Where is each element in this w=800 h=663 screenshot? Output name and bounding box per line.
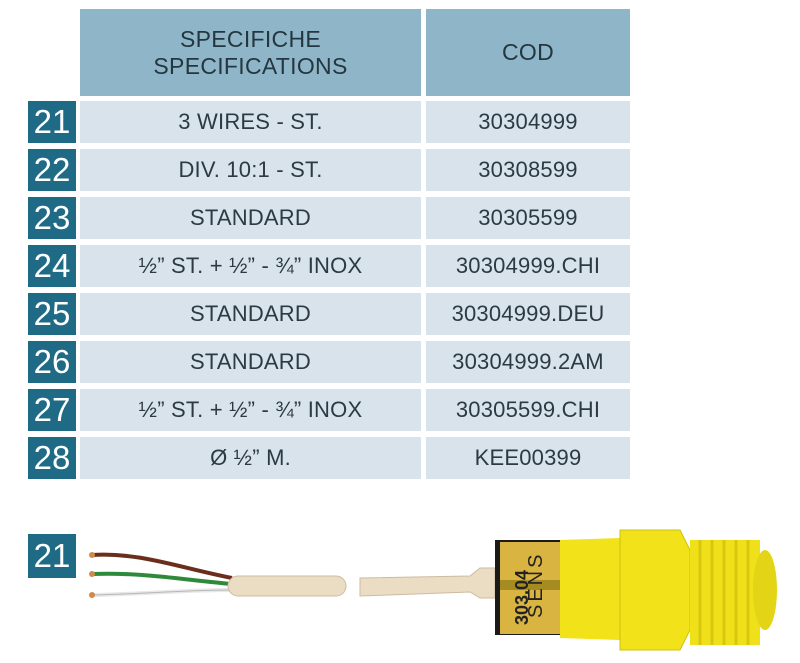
row-number: 25 (28, 293, 76, 335)
sensor-product-image: SENS 303.04 (89, 529, 777, 651)
row-number: 27 (28, 389, 76, 431)
row-cod: 30304999 (426, 101, 630, 143)
row-spec: STANDARD (80, 341, 421, 383)
row-spec: DIV. 10:1 - ST. (80, 149, 421, 191)
sensor-body (495, 529, 777, 651)
row-cod: KEE00399 (426, 437, 630, 479)
header-spec-line2: SPECIFICATIONS (153, 52, 348, 79)
sensor-code-text: 303.04 (512, 570, 532, 625)
row-cod: 30308599 (426, 149, 630, 191)
row-number: 26 (28, 341, 76, 383)
row-number: 22 (28, 149, 76, 191)
row-spec: ½” ST. + ½” - ¾” INOX (80, 389, 421, 431)
photo-number-badge: 21 (28, 534, 76, 578)
row-spec: Ø ½” M. (80, 437, 421, 479)
row-spec: STANDARD (80, 197, 421, 239)
wire-bundle (89, 552, 233, 598)
row-cod: 30304999.CHI (426, 245, 630, 287)
header-cod-label: COD (501, 39, 554, 65)
row-cod: 30305599 (426, 197, 630, 239)
sensor-brand-text: SENS (525, 552, 547, 618)
row-number: 24 (28, 245, 76, 287)
header-spec-line1: SPECIFICHE (179, 25, 322, 52)
row-spec: ½” ST. + ½” - ¾” INOX (80, 245, 421, 287)
row-number: 28 (28, 437, 76, 479)
row-cod: 30305599.CHI (426, 389, 630, 431)
header-cod: COD (426, 9, 630, 96)
row-spec: 3 WIRES - ST. (80, 101, 421, 143)
row-number: 23 (28, 197, 76, 239)
row-spec: STANDARD (80, 293, 421, 335)
cable-segment (359, 567, 496, 599)
row-number: 21 (28, 101, 76, 143)
header-specifications: SPECIFICHE SPECIFICATIONS (80, 9, 421, 96)
cable-segment (227, 575, 347, 597)
row-cod: 30304999.2AM (426, 341, 630, 383)
row-cod: 30304999.DEU (426, 293, 630, 335)
